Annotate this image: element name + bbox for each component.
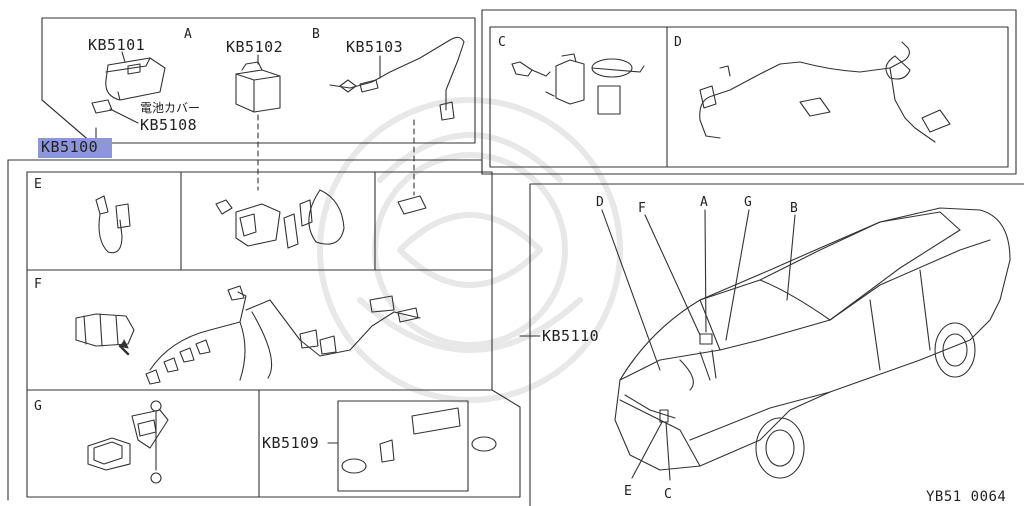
- label-kb5110: KB5110: [542, 327, 600, 345]
- section-label-d: D: [674, 35, 683, 50]
- section-label-f: F: [34, 277, 43, 292]
- label-kb5102: KB5102: [226, 38, 284, 56]
- car-callout-c: C: [664, 487, 673, 502]
- kb5109-box: [337, 400, 469, 492]
- frame-row-e: [26, 171, 493, 271]
- car-callout-d: D: [596, 195, 605, 210]
- label-kb5103: KB5103: [346, 38, 404, 56]
- part-kb5108-drawing: [91, 99, 139, 124]
- car-callout-f: F: [638, 201, 647, 216]
- part-kb5103-drawing: [329, 36, 465, 121]
- label-kb5101: KB5101: [88, 36, 146, 54]
- part-kb5102-drawing: [235, 54, 281, 113]
- frame-kb5100: [41, 17, 476, 144]
- part-c-drawing: [511, 53, 645, 115]
- watermark-emblem: [317, 97, 623, 403]
- figure-code: YB51 0064: [926, 489, 1007, 505]
- part-e-card-drawing: [397, 195, 427, 215]
- label-kb5100: KB5100: [38, 138, 113, 158]
- section-label-c: C: [498, 35, 507, 50]
- car-callout-leaders: [601, 209, 796, 481]
- part-kb5109-drawing: [341, 407, 497, 474]
- part-kb5102-set-drawing: [215, 189, 345, 249]
- frame-kb5100-divider: [41, 99, 93, 144]
- frame-row-g: [26, 389, 521, 498]
- part-g-drawing: [87, 400, 169, 484]
- part-d-drawing: [699, 41, 951, 143]
- label-kb5109: KB5109: [262, 434, 320, 452]
- section-label-e: E: [34, 177, 43, 192]
- car-callout-e: E: [624, 484, 633, 499]
- section-label-b: B: [312, 27, 321, 42]
- frame-cd-inner: [489, 26, 1009, 168]
- section-label-g: G: [34, 399, 43, 414]
- car-callout-a: A: [700, 195, 709, 210]
- car-callout-g: G: [744, 195, 753, 210]
- frame-car: [529, 183, 1024, 506]
- car-drawing: [614, 207, 1011, 479]
- part-f-drawing: [75, 285, 421, 385]
- frame-kb5110: [7, 159, 483, 501]
- label-battery-cover-jp: 電池カバー: [140, 101, 201, 115]
- section-label-a: A: [184, 27, 193, 42]
- part-kb5101-drawing: [105, 51, 166, 101]
- part-e-drawing: [95, 195, 131, 254]
- label-kb5108: KB5108: [140, 116, 198, 134]
- car-callout-b: B: [790, 201, 799, 216]
- frame-cd-outer: [481, 9, 1017, 175]
